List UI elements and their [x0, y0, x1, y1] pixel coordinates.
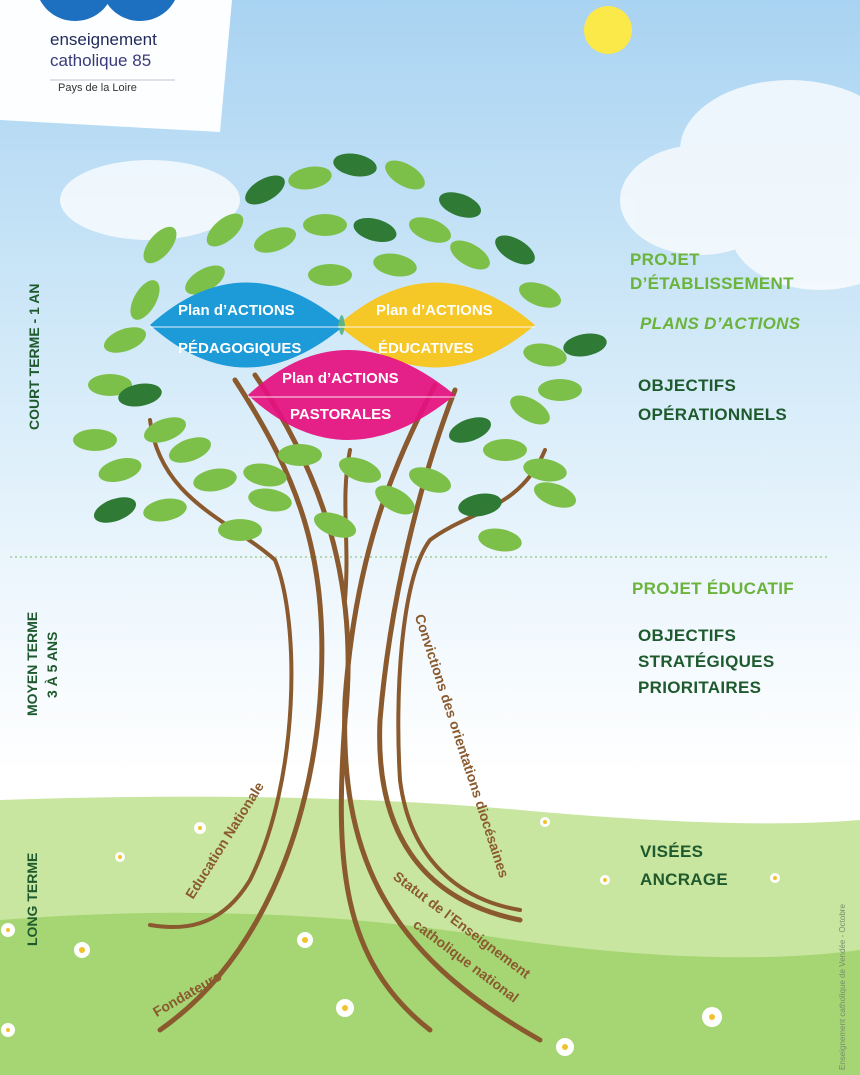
leaf-icon — [408, 467, 452, 493]
leaf-icon — [118, 383, 162, 407]
leaf-icon — [375, 485, 415, 515]
label-obj-strat-1: OBJECTIFS — [638, 626, 737, 645]
leaf-icon — [248, 488, 292, 512]
leaf-icon — [303, 214, 347, 236]
plan-pedagogiques-shape — [150, 282, 345, 368]
logo-line2: catholique 85 — [50, 51, 151, 71]
plan-educatives-shape — [338, 282, 535, 368]
label-obj-op-2: OPÉRATIONNELS — [638, 405, 788, 424]
label-plans-actions: PLANS D’ACTIONS — [640, 314, 801, 333]
leaf-icon — [458, 493, 502, 517]
logo-region: Pays de la Loire — [58, 82, 137, 94]
leaf-icon — [243, 463, 287, 487]
clouds — [60, 80, 860, 290]
leaf-icon — [495, 235, 535, 265]
leaves — [73, 153, 607, 552]
leaf-icon — [438, 192, 482, 218]
plan-pedagogiques-title: Plan d’ACTIONS — [178, 302, 295, 319]
leaf-icon — [218, 519, 262, 541]
logo-catholique: catholique — [50, 51, 128, 70]
label-obj-strat-2: STRATÉGIQUES — [638, 652, 775, 671]
label-obj-strat-3: PRIORITAIRES — [638, 678, 762, 697]
logo-line1: enseignement — [50, 30, 157, 49]
leaf-icon — [73, 429, 117, 451]
leaf-icon — [253, 227, 297, 253]
leaf-icon — [538, 379, 582, 401]
logo-panel: enseignement catholique 85 Pays de la Lo… — [0, 0, 232, 132]
label-obj-op-1: OBJECTIFS — [638, 376, 737, 395]
leaf-icon — [193, 468, 237, 492]
leaf-icon — [373, 253, 417, 277]
label-court-terme: COURT TERME - 1 AN — [26, 283, 42, 430]
leaf-icon — [450, 240, 490, 270]
label-moyen-duree: 3 À 5 ANS — [44, 631, 60, 698]
flowers — [1, 817, 780, 1056]
label-projet-etab-1: PROJET — [630, 250, 700, 269]
leaf-icon — [338, 457, 382, 483]
label-long-terme: LONG TERME — [24, 852, 40, 946]
leaf-icon — [103, 327, 147, 353]
credit-text: Enseignement catholique de Vendée - Octo… — [838, 904, 847, 1070]
leaf-icon — [533, 482, 577, 508]
plan-pastorales-shape — [248, 350, 455, 440]
leaf-icon — [206, 213, 244, 247]
leaf-icon — [313, 512, 357, 538]
leaf-icon — [278, 444, 322, 466]
leaf-icon — [385, 160, 425, 190]
leaf-icon — [408, 217, 452, 243]
leaf-icon — [563, 333, 607, 357]
plan-pastorales-title: Plan d’ACTIONS — [282, 370, 399, 387]
label-moyen-terme: MOYEN TERME — [24, 611, 40, 716]
leaf-icon — [478, 528, 522, 552]
leaf-icon — [130, 280, 160, 320]
leaf-icon — [93, 497, 137, 523]
plan-ellipses — [150, 282, 535, 440]
leaf-icon — [523, 458, 567, 482]
leaf-icon — [245, 175, 285, 205]
label-visees: VISÉES — [640, 842, 704, 861]
grass-front — [0, 912, 860, 1075]
leaf-icon — [143, 498, 187, 522]
label-projet-educatif: PROJET ÉDUCATIF — [632, 579, 794, 598]
leaf-icon — [518, 282, 562, 308]
leaf-icon — [88, 374, 132, 396]
leaf-icon — [448, 417, 492, 443]
leaf-icon — [308, 264, 352, 286]
leaf-icon — [333, 153, 377, 177]
label-projet-etab-2: D’ÉTABLISSEMENT — [630, 274, 794, 293]
sun-icon — [584, 6, 632, 54]
plan-educatives-title: Plan d’ACTIONS — [376, 302, 493, 319]
leaf-icon — [98, 457, 142, 483]
leaf-icon — [168, 437, 212, 463]
plan-educatives-label: ÉDUCATIVES — [378, 340, 474, 357]
plan-pedagogiques-label: PÉDAGOGIQUES — [178, 340, 302, 357]
label-ancrage: ANCRAGE — [640, 870, 729, 889]
leaf-icon — [143, 226, 177, 264]
leaf-icon — [523, 343, 567, 367]
logo-number: 85 — [132, 51, 152, 70]
leaf-icon — [353, 217, 397, 243]
leaf-icon — [288, 166, 332, 190]
leaf-icon — [143, 417, 187, 443]
leaf-icon — [483, 439, 527, 461]
plan-pastorales-label: PASTORALES — [290, 406, 392, 423]
leaf-icon — [185, 265, 225, 295]
leaf-icon — [510, 395, 550, 425]
